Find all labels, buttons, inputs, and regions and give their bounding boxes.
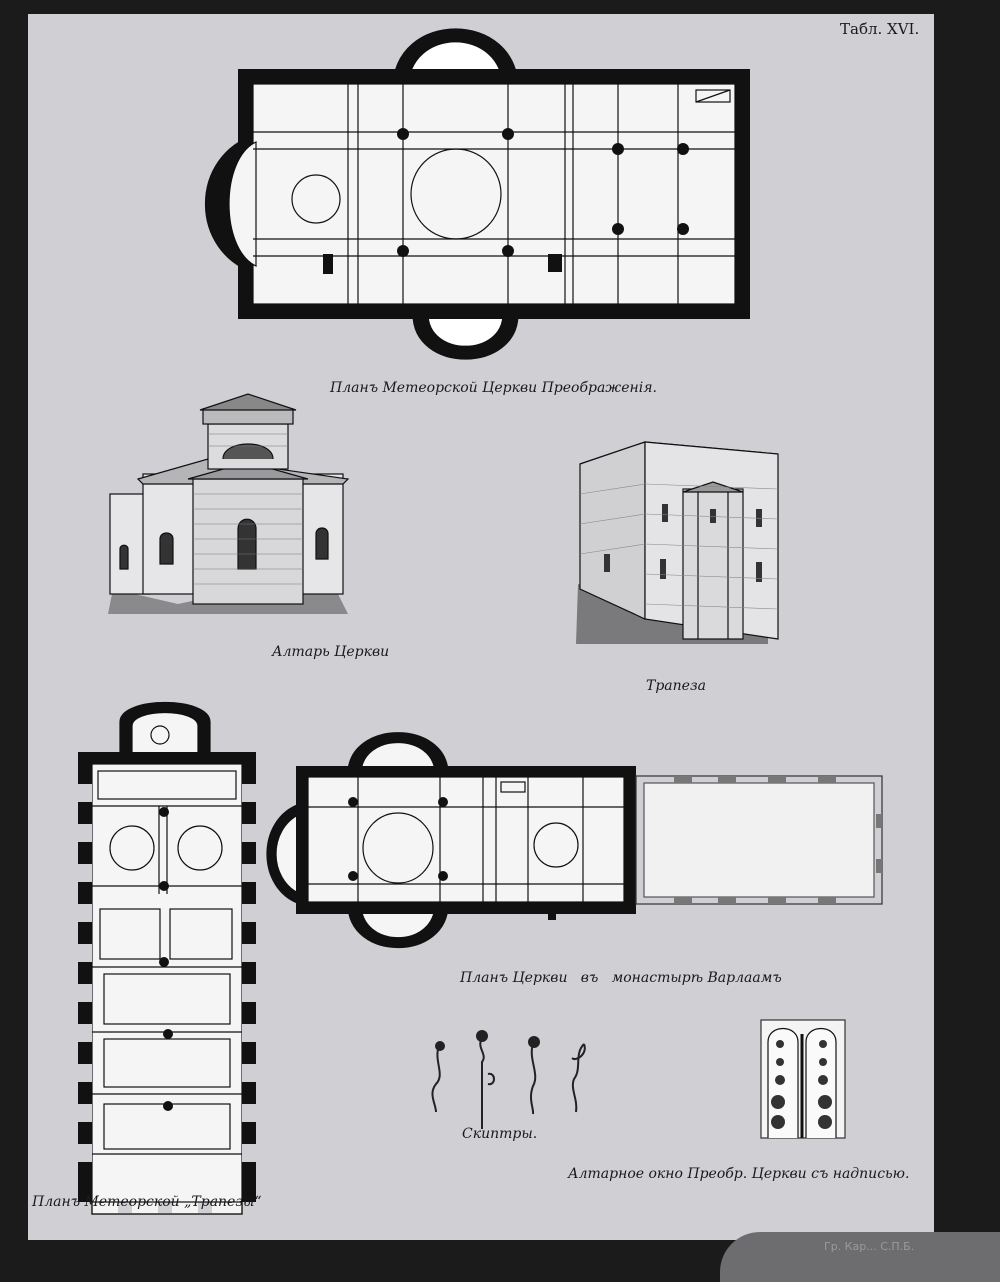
scepters-drawing <box>431 1030 586 1129</box>
plan-varlaam-drawing <box>266 732 883 948</box>
plate-label: Табл. XVI. <box>840 20 920 38</box>
altar-drawing <box>108 393 350 614</box>
caption-refectory: Трапеза <box>646 678 706 694</box>
caption-scepters: Скиптры. <box>462 1126 538 1142</box>
caption-plan-refectory: Планъ Метеорской „Трапезы“ <box>32 1194 262 1210</box>
plan-transfiguration-drawing <box>204 28 750 360</box>
caption-altar: Алтарь Церкви <box>272 644 390 660</box>
refectory-drawing <box>576 441 779 644</box>
caption-altar-window: Алтарное окно Преобр. Церкви съ надписью… <box>568 1166 910 1182</box>
paper-stain <box>720 1232 1000 1282</box>
plate: Табл. XVI. Планъ Метеорской Церкви Преоб… <box>28 14 934 1240</box>
plan-refectory-drawing <box>78 701 256 1215</box>
altar-window-drawing <box>760 1019 846 1139</box>
printer-stamp: Гр. Кар... С.П.Б. <box>824 1240 915 1253</box>
caption-plan-varlaam: Планъ Церкви въ монастырѣ Варлаамъ <box>460 970 782 986</box>
caption-plan-transfiguration: Планъ Метеорской Церкви Преображенія. <box>330 380 657 396</box>
plate-drawing <box>78 28 883 1215</box>
